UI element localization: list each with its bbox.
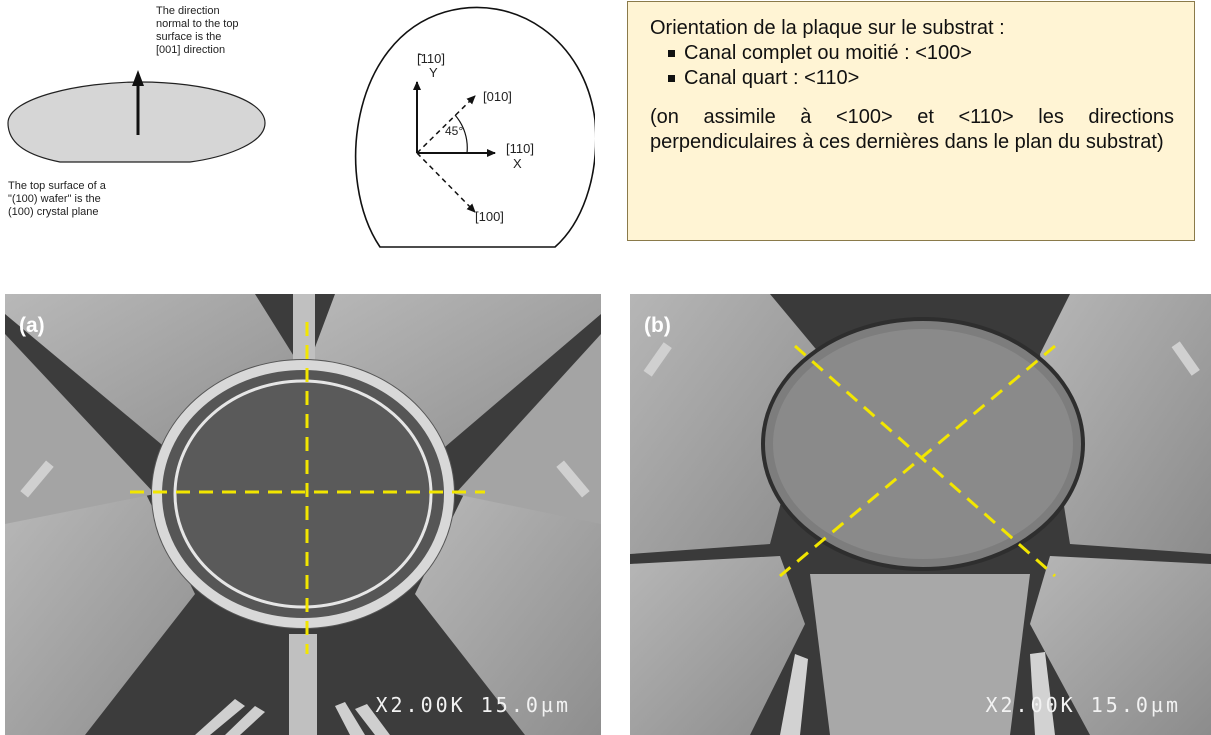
normal-direction-caption: The direction normal to the top surface …	[156, 5, 239, 57]
dir-100-arrow	[416, 152, 476, 213]
wafer-flat-orientation-diagram: [̄110] Y [010] 45° [110] X [100]	[345, 0, 595, 250]
wafer-ellipse-illustration	[7, 70, 266, 163]
wafer-plane-diagram: The direction normal to the top surface …	[0, 0, 280, 240]
orientation-remark: (on assimile à <100> et <110> les direct…	[650, 106, 1174, 153]
caption-line: surface is the	[156, 31, 222, 43]
panel-label-b: (b)	[644, 314, 671, 337]
dir-100-label: [100]	[475, 209, 504, 224]
caption-line: (100) crystal plane	[8, 206, 99, 218]
caption-line: normal to the top	[156, 18, 239, 30]
sem-b-diagonal-1	[794, 344, 1056, 578]
wafer-outline	[354, 6, 595, 248]
caption-line: [001] direction	[156, 44, 226, 56]
dir-010-arrow	[416, 95, 476, 154]
wafer-flat-svg	[354, 6, 595, 248]
sem-a-micrograph	[5, 294, 601, 735]
angle-label: 45°	[445, 124, 464, 138]
angle-arc	[454, 114, 468, 154]
orientation-note-box: Orientation de la plaque sur le substrat…	[627, 1, 1195, 241]
scale-bar-text-a: X2.00K 15.0µm	[375, 693, 571, 717]
sem-image-b: (b) X2.00K 15.0µm	[630, 294, 1211, 735]
x-axis-label: X	[513, 156, 522, 171]
orientation-list: Canal complet ou moitié : <100> Canal qu…	[650, 41, 1174, 91]
orientation-item: Canal quart : <110>	[668, 66, 1174, 91]
caption-line: The top surface of a	[8, 180, 106, 192]
normal-arrow-head	[132, 70, 144, 86]
y-axis-label: Y	[429, 65, 438, 80]
orientation-item: Canal complet ou moitié : <100>	[668, 41, 1174, 66]
caption-line: "(100) wafer" is the	[8, 193, 101, 205]
sem-b-micrograph	[630, 294, 1211, 735]
caption-line: The direction	[156, 5, 220, 17]
y-direction-label: [̄110]	[417, 51, 445, 66]
sem-image-a: (a) X2.00K 15.0µm	[5, 294, 601, 735]
dir-010-label: [010]	[483, 89, 512, 104]
surface-plane-caption: The top surface of a "(100) wafer" is th…	[8, 180, 106, 219]
panel-label-a: (a)	[19, 314, 45, 337]
sem-b-diagonal-2	[779, 344, 1056, 578]
orientation-heading: Orientation de la plaque sur le substrat…	[650, 17, 1005, 39]
scale-bar-text-b: X2.00K 15.0µm	[985, 693, 1181, 717]
x-direction-label: [110]	[506, 141, 534, 156]
